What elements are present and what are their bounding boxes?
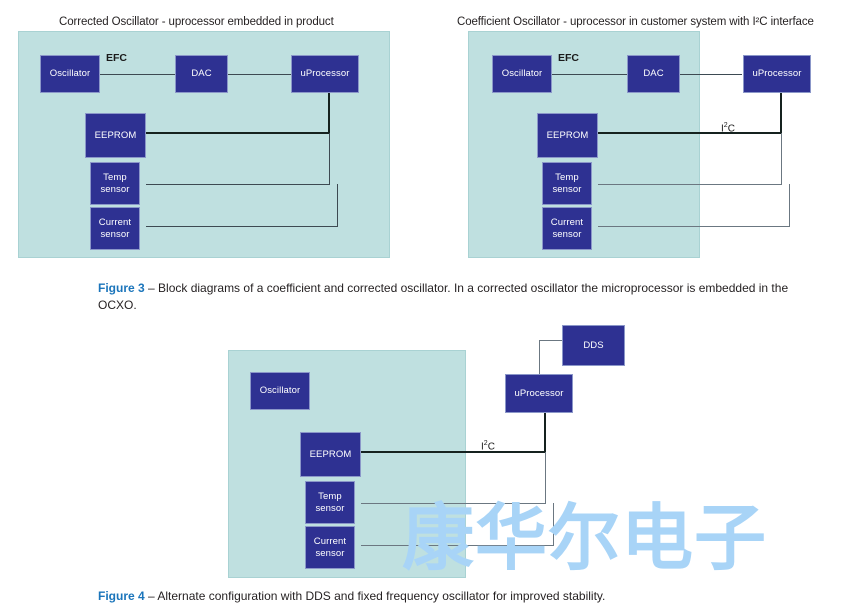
block-label-line1: Temp	[318, 490, 342, 502]
figure-3-text: – Block diagrams of a coefficient and co…	[98, 281, 789, 313]
wire-temp-to-bus-3	[361, 503, 546, 504]
block-label: DAC	[643, 68, 664, 80]
block-eeprom-3: EEPROM	[300, 432, 361, 477]
block-label-line1: Current	[550, 216, 584, 228]
wire-dac-to-uproc	[228, 74, 291, 75]
wire-temp-branch-vertical	[329, 133, 330, 184]
block-uprocessor-3: uProcessor	[505, 374, 573, 413]
block-current-sensor-3: Current sensor	[305, 526, 355, 569]
block-current-sensor-1: Current sensor	[90, 207, 140, 250]
label-text: EFC	[106, 52, 127, 64]
block-label: EEPROM	[94, 129, 137, 141]
wire-osc-to-dac-2	[552, 74, 627, 75]
figure-4-caption: Figure 4 – Alternate configuration with …	[98, 588, 798, 605]
wire-eeprom-to-bus-2	[598, 132, 782, 134]
label-efc-1: EFC	[106, 52, 127, 64]
block-current-sensor-2: Current sensor	[542, 207, 592, 250]
wire-uproc-bus-vertical-3	[544, 412, 546, 452]
block-eeprom-1: EEPROM	[85, 113, 146, 158]
block-label: uProcessor	[300, 68, 350, 80]
label-efc-2: EFC	[558, 52, 579, 64]
block-label: Oscillator	[259, 385, 301, 397]
block-temp-sensor-2: Temp sensor	[542, 162, 592, 205]
wire-uproc-bus-vertical-2	[780, 93, 782, 133]
block-label-line1: Temp	[103, 171, 127, 183]
wire-current-branch-vertical-3	[553, 503, 554, 545]
wire-temp-branch-vertical-2	[781, 133, 782, 184]
block-uprocessor-1: uProcessor	[291, 55, 359, 93]
label-text-prefix: I	[481, 441, 484, 453]
figure-3-caption: Figure 3 – Block diagrams of a coefficie…	[98, 280, 813, 314]
block-label-line2: sensor	[315, 547, 345, 559]
block-oscillator-2: Oscillator	[492, 55, 552, 93]
label-text: EFC	[558, 52, 579, 64]
wire-current-to-bus-2	[598, 226, 790, 227]
figure-4-text: – Alternate configuration with DDS and f…	[144, 589, 606, 603]
block-label: Oscillator	[501, 68, 543, 80]
block-label: EEPROM	[309, 448, 352, 460]
figure-4-number: Figure 4	[98, 589, 145, 603]
block-label: uProcessor	[514, 387, 564, 399]
diagram-2-title: Coefficient Oscillator - uprocessor in c…	[457, 16, 814, 28]
block-label-line1: Current	[98, 216, 132, 228]
block-label: DAC	[191, 68, 212, 80]
block-dds-3: DDS	[562, 325, 625, 366]
label-text-suffix: C	[487, 441, 495, 453]
block-label-line1: Current	[313, 535, 347, 547]
diagram-1-title: Corrected Oscillator - uprocessor embedd…	[59, 16, 334, 28]
block-oscillator-3: Oscillator	[250, 372, 310, 410]
block-label-line2: sensor	[315, 502, 345, 514]
wire-uproc-bus-vertical	[328, 93, 330, 133]
wire-eeprom-to-bus	[146, 132, 330, 134]
wire-current-to-bus-3	[361, 545, 554, 546]
block-label: DDS	[583, 339, 604, 351]
label-i2c-3: I2C	[481, 440, 495, 452]
block-label-line1: Temp	[555, 171, 579, 183]
label-text-suffix: C	[727, 123, 735, 135]
wire-dds-vertical	[539, 340, 540, 374]
block-dac-2: DAC	[627, 55, 680, 93]
watermark-text: 康华尔电子	[402, 496, 768, 580]
wire-temp-to-bus-2	[598, 184, 782, 185]
figure-3-number: Figure 3	[98, 281, 145, 295]
wire-osc-to-dac	[100, 74, 175, 75]
wire-eeprom-to-bus-3	[361, 451, 546, 453]
block-label-line2: sensor	[100, 183, 130, 195]
wire-dds-horizontal	[539, 340, 562, 341]
label-text-superscript: 2	[483, 440, 488, 447]
wire-current-branch-vertical-2	[789, 184, 790, 226]
label-i2c-2: I2C	[721, 122, 735, 134]
wire-temp-to-bus	[146, 184, 330, 185]
block-temp-sensor-1: Temp sensor	[90, 162, 140, 205]
wire-temp-branch-vertical-3	[545, 452, 546, 503]
block-dac-1: DAC	[175, 55, 228, 93]
block-eeprom-2: EEPROM	[537, 113, 598, 158]
block-label-line2: sensor	[100, 228, 130, 240]
wire-current-branch-vertical	[337, 184, 338, 226]
block-uprocessor-2: uProcessor	[743, 55, 811, 93]
wire-current-to-bus	[146, 226, 338, 227]
block-label: EEPROM	[546, 129, 589, 141]
block-oscillator-1: Oscillator	[40, 55, 100, 93]
block-label-line2: sensor	[552, 228, 582, 240]
block-label: Oscillator	[49, 68, 91, 80]
wire-dac-to-uproc-2	[680, 74, 742, 75]
block-label-line2: sensor	[552, 183, 582, 195]
block-temp-sensor-3: Temp sensor	[305, 481, 355, 524]
block-label: uProcessor	[752, 68, 802, 80]
label-text-prefix: I	[721, 123, 724, 135]
label-text-superscript: 2	[723, 122, 728, 129]
